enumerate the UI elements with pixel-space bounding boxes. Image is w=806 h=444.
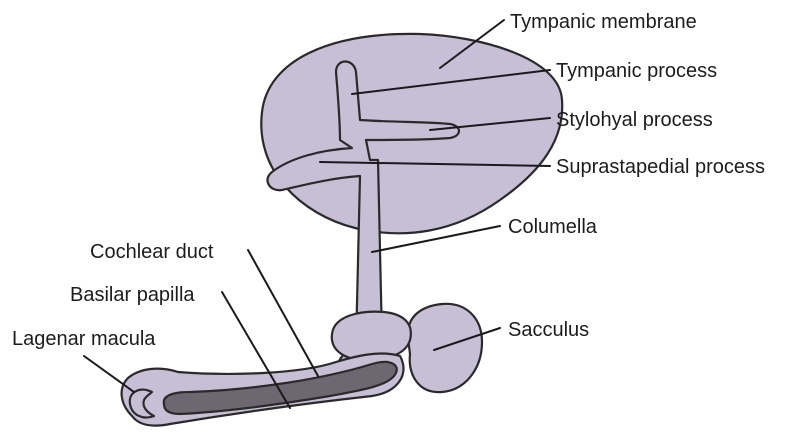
label-suprastapedial-process: Suprastapedial process: [556, 156, 765, 178]
leader-lagenar-macula: [84, 356, 134, 392]
label-lagenar-macula: Lagenar macula: [12, 328, 156, 350]
label-tympanic-process: Tympanic process: [556, 60, 717, 82]
label-columella: Columella: [508, 216, 598, 238]
sacculus-shape: [408, 304, 482, 392]
label-sacculus: Sacculus: [508, 319, 589, 341]
label-cochlear-duct: Cochlear duct: [90, 241, 214, 263]
label-basilar-papilla: Basilar papilla: [70, 284, 195, 306]
label-tympanic-membrane: Tympanic membrane: [510, 11, 697, 33]
label-stylohyal-process: Stylohyal process: [556, 109, 713, 131]
leader-cochlear-duct: [248, 250, 318, 376]
oval-window-shape: [332, 312, 411, 360]
